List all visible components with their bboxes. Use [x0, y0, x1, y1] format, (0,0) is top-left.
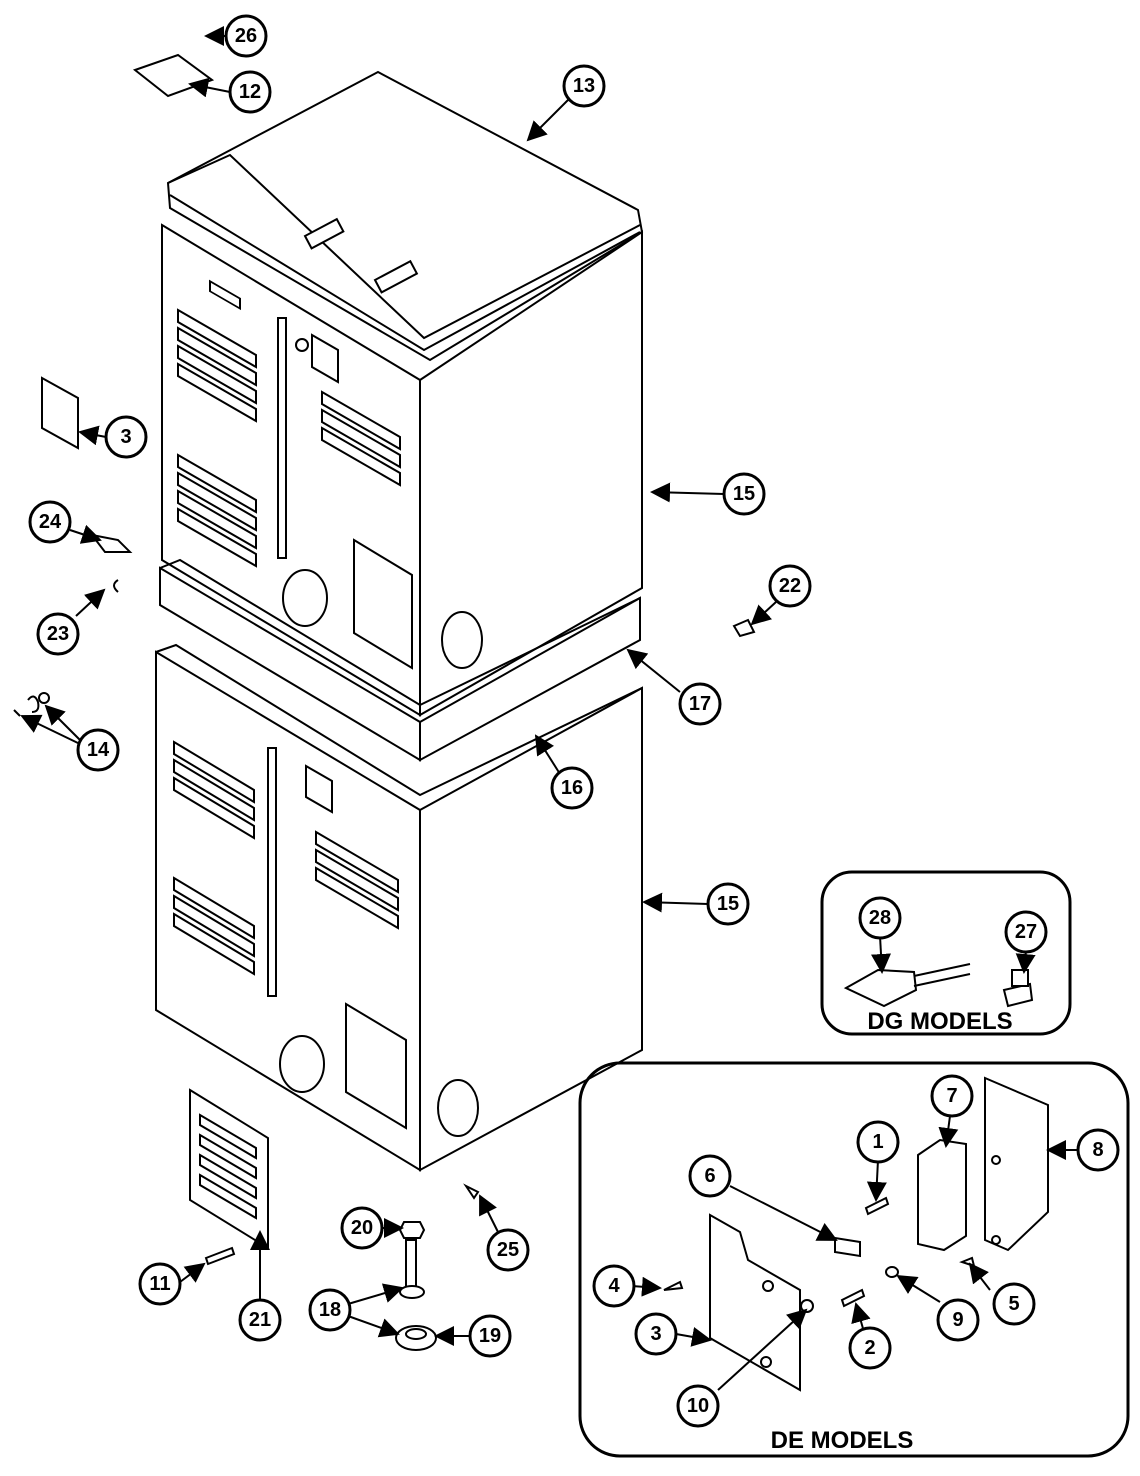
- dg-models-group: DG MODELS: [820, 870, 1072, 1036]
- callouts: 26 12 13 3 15 24 22 23 17 14 16 15 28 27…: [28, 14, 1120, 1428]
- svg-text:17: 17: [689, 693, 711, 715]
- svg-text:15: 15: [717, 893, 739, 915]
- callout-7: 7: [930, 1074, 974, 1118]
- callout-11: 11: [138, 1262, 182, 1306]
- dg-models-label: DG MODELS: [867, 1008, 1012, 1035]
- svg-text:5: 5: [1008, 1293, 1019, 1315]
- callout-15-lower: 15: [706, 882, 750, 926]
- callout-18: 18: [308, 1288, 352, 1332]
- svg-text:22: 22: [779, 575, 801, 597]
- callout-25: 25: [486, 1228, 530, 1272]
- bracket-3-left: [41, 376, 79, 450]
- screw-22: [732, 618, 756, 638]
- stacking-frame-part: [159, 558, 641, 762]
- screw-part-5: [959, 1256, 976, 1268]
- callout-3-left: 3: [104, 415, 148, 459]
- screw-part-1: [864, 1196, 890, 1216]
- callout-20: 20: [340, 1206, 384, 1250]
- callout-19: 19: [468, 1314, 512, 1358]
- svg-text:19: 19: [479, 1325, 501, 1347]
- svg-text:8: 8: [1092, 1139, 1103, 1161]
- svg-text:21: 21: [249, 1309, 271, 1331]
- callout-5: 5: [992, 1282, 1036, 1326]
- callout-10: 10: [676, 1384, 720, 1428]
- small-parts: [13, 53, 756, 1351]
- screws-14: [13, 695, 40, 717]
- svg-text:1: 1: [872, 1131, 883, 1153]
- de-models-label: DE MODELS: [771, 1427, 914, 1454]
- svg-text:23: 23: [47, 623, 69, 645]
- washer-part-9: [885, 1266, 899, 1278]
- lower-right-louvers: [315, 830, 399, 930]
- screw-11: [204, 1246, 236, 1266]
- bracket-part-3: [709, 1213, 801, 1392]
- screw-25: [463, 1183, 480, 1200]
- callout-26: 26: [224, 14, 268, 58]
- svg-text:12: 12: [239, 81, 261, 103]
- cord-part-28: [843, 968, 918, 1008]
- callout-24: 24: [28, 500, 72, 544]
- svg-text:20: 20: [351, 1217, 373, 1239]
- upper-cabinet-part: [161, 223, 643, 717]
- nut-part-10: [800, 1299, 814, 1313]
- upper-right-louvers: [321, 390, 401, 487]
- leg-18: [405, 1239, 417, 1293]
- callout-13: 13: [562, 64, 606, 108]
- lower-left-louvers: [173, 740, 255, 976]
- screw-part-2: [840, 1288, 866, 1308]
- callout-12: 12: [228, 70, 272, 114]
- callout-17: 17: [678, 682, 722, 726]
- svg-text:9: 9: [952, 1309, 963, 1331]
- callout-15-upper: 15: [722, 472, 766, 516]
- callout-9: 9: [936, 1298, 980, 1342]
- svg-text:16: 16: [561, 777, 583, 799]
- de-models-group: DE MODELS: [578, 1061, 1130, 1458]
- callout-8: 8: [1076, 1128, 1120, 1172]
- nut-20: [398, 1221, 426, 1239]
- svg-text:2: 2: [864, 1337, 875, 1359]
- svg-text:7: 7: [946, 1085, 957, 1107]
- callout-3-de: 3: [634, 1312, 678, 1356]
- clip-23: [113, 579, 119, 593]
- top-cover-part: [166, 70, 644, 362]
- callout-6: 6: [688, 1154, 732, 1198]
- callout-27: 27: [1004, 910, 1048, 954]
- svg-text:18: 18: [319, 1299, 341, 1321]
- callout-2: 2: [848, 1326, 892, 1370]
- leader-lines: [20, 26, 1078, 1391]
- callout-22: 22: [768, 564, 812, 608]
- terminal-block-7: [917, 1138, 967, 1252]
- callout-14: 14: [76, 728, 120, 772]
- svg-text:25: 25: [497, 1239, 519, 1261]
- svg-text:15: 15: [733, 483, 755, 505]
- upper-left-louvers: [177, 308, 257, 568]
- fitting-part-27: [1002, 982, 1034, 1008]
- clip-part-6: [834, 1236, 861, 1258]
- svg-text:10: 10: [687, 1395, 709, 1417]
- callout-1: 1: [856, 1120, 900, 1164]
- lower-cabinet-part: [155, 643, 643, 1172]
- svg-text:3: 3: [650, 1323, 661, 1345]
- svg-text:14: 14: [87, 739, 110, 761]
- callout-23: 23: [36, 612, 80, 656]
- svg-text:11: 11: [149, 1273, 170, 1295]
- access-plate-12: [132, 53, 215, 98]
- callout-21: 21: [238, 1298, 282, 1342]
- clip-24: [89, 533, 133, 553]
- svg-text:24: 24: [39, 511, 62, 533]
- svg-text:26: 26: [235, 25, 257, 47]
- svg-text:6: 6: [704, 1165, 715, 1187]
- callout-28: 28: [858, 896, 902, 940]
- svg-text:13: 13: [573, 75, 595, 97]
- screw-part-4: [663, 1280, 684, 1291]
- svg-text:4: 4: [608, 1275, 620, 1297]
- svg-text:28: 28: [869, 907, 891, 929]
- callout-16: 16: [550, 766, 594, 810]
- svg-text:27: 27: [1015, 921, 1037, 943]
- callout-4: 4: [592, 1264, 636, 1308]
- svg-text:3: 3: [120, 426, 131, 448]
- bracket-part-8: [984, 1076, 1049, 1252]
